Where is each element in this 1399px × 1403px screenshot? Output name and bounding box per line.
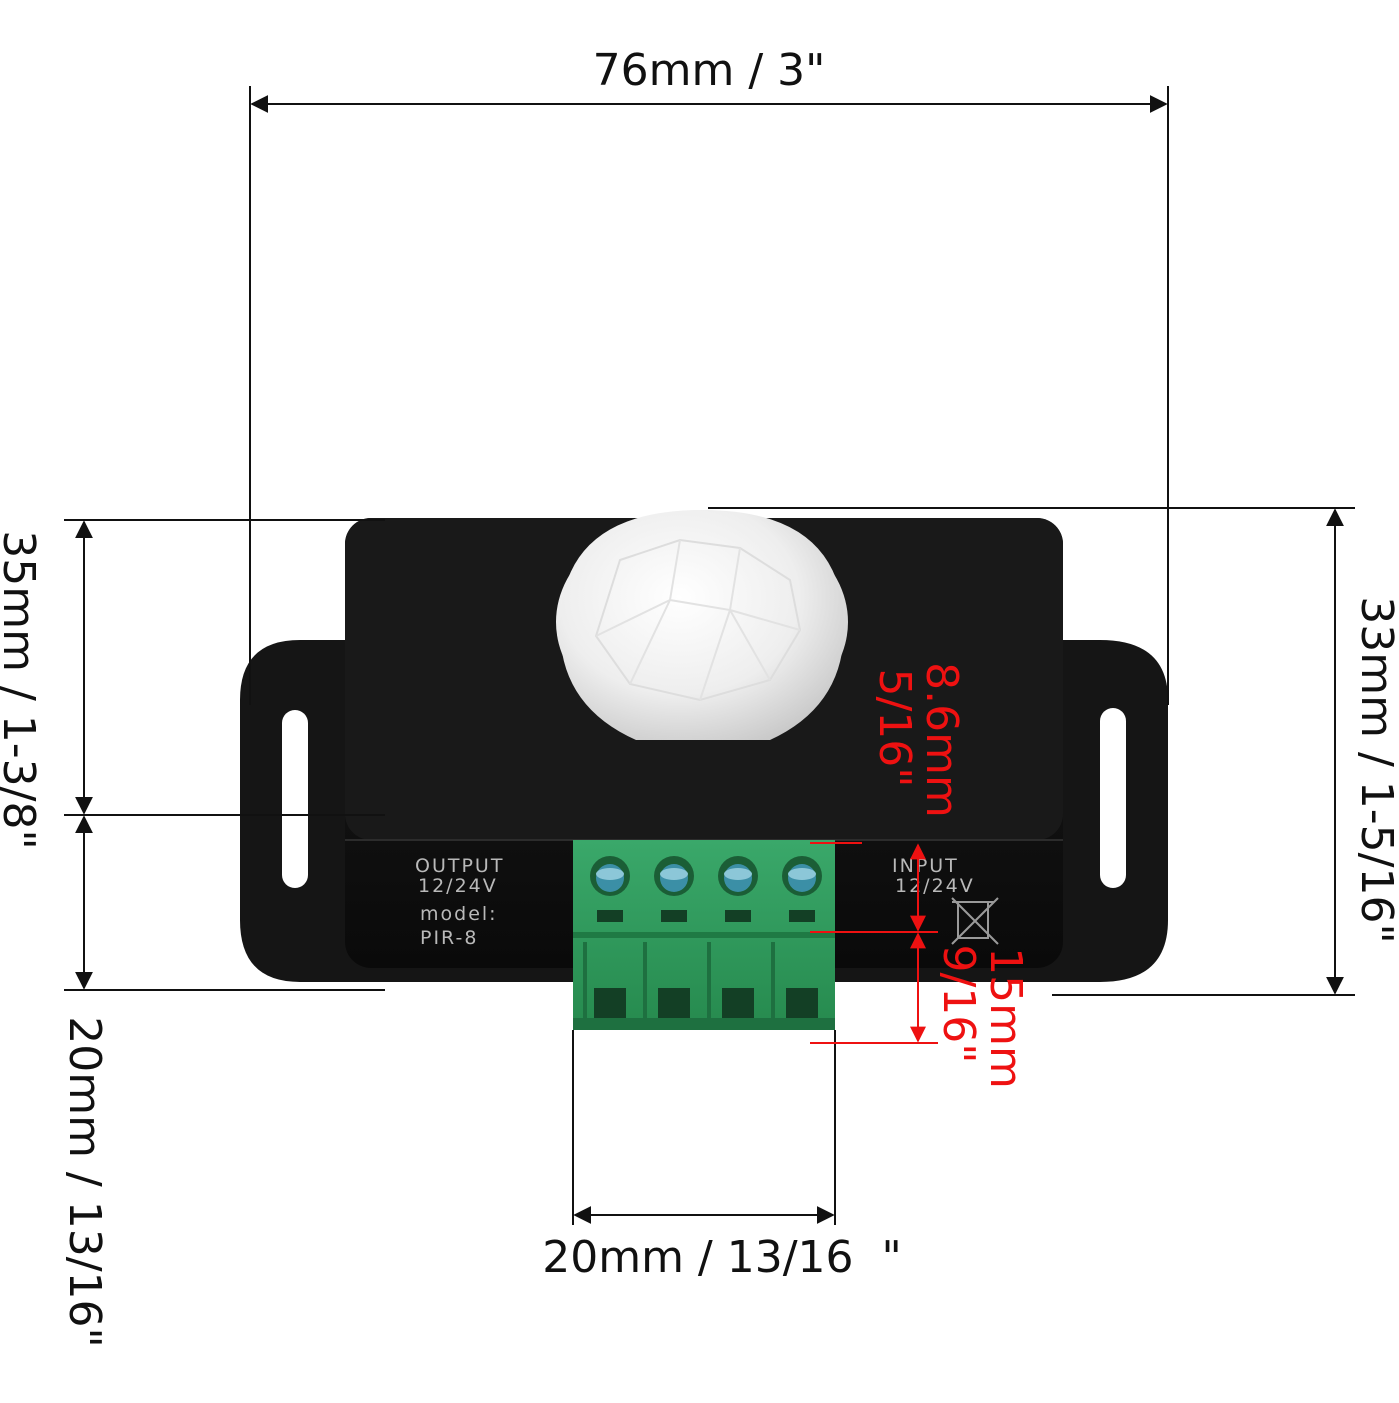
output-label: OUTPUT: [415, 855, 504, 877]
left-mounting-slot: [282, 710, 308, 888]
model-name: PIR-8: [420, 927, 478, 949]
model-label: model:: [420, 903, 498, 925]
terminal-slots: [583, 910, 818, 1018]
terminal-screws: [590, 856, 822, 896]
input-label: INPUT: [892, 855, 959, 877]
pir-dome: [556, 510, 848, 740]
screw-icon: [654, 856, 694, 896]
red-dimension-lines: [810, 842, 938, 1044]
dimension-lines: [64, 86, 1355, 1225]
output-voltage: 12/24V: [418, 875, 498, 897]
right-mounting-slot: [1100, 708, 1126, 888]
terminal-depth-mm-label: 15mm: [980, 947, 1031, 1089]
screw-icon: [782, 856, 822, 896]
motion-sensor-device: OUTPUT 12/24V model: PIR-8 INPUT 12/24V: [240, 510, 1168, 1030]
body-height-label: 35mm / 1-3/8": [0, 530, 44, 849]
width-label: 76mm / 3": [593, 45, 826, 96]
terminal-depth-in-label: 9/16": [933, 944, 984, 1063]
screw-icon: [718, 856, 758, 896]
terminal-top-in-label: 5/16": [869, 668, 920, 787]
terminal-height-label: 20mm / 13/16": [59, 1016, 110, 1348]
input-voltage: 12/24V: [895, 875, 975, 897]
right-height-label: 33mm / 1-5/16": [1351, 596, 1399, 943]
terminal-top-mm-label: 8.6mm: [916, 662, 967, 818]
recycle-bin-icon: [951, 897, 999, 945]
screw-icon: [590, 856, 630, 896]
terminal-width-label: 20mm / 13/16 ": [542, 1232, 902, 1283]
